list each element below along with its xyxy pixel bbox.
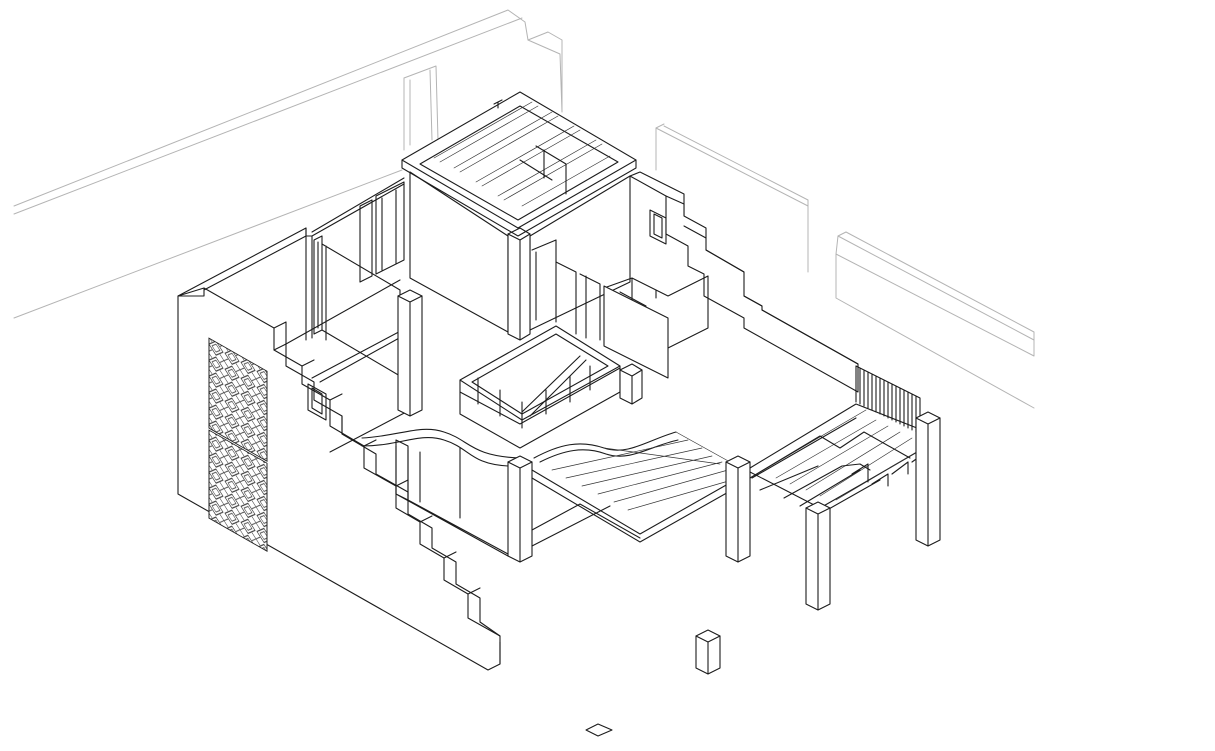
tower-annex	[555, 261, 709, 379]
detached-post-edge	[695, 635, 721, 675]
right-boundary-wall	[629, 171, 859, 393]
left-room-back-wall	[305, 177, 405, 341]
planter-post-edge	[619, 369, 643, 405]
planter-post	[619, 363, 643, 405]
column-left-room-edge	[397, 295, 423, 417]
deck-railing	[855, 365, 921, 433]
planter-rim	[459, 325, 621, 421]
context-chimney	[527, 31, 563, 113]
lattice-screen-upper	[208, 337, 268, 462]
building	[177, 91, 941, 737]
context-buildings	[13, 9, 1035, 409]
left-wall-step-lines	[273, 321, 481, 595]
tower-pillar-front	[507, 227, 531, 341]
mid-floor-joists	[551, 431, 733, 511]
left-wall-steps-thickness	[273, 343, 501, 665]
column-left-lower	[395, 439, 409, 501]
lattice-screen-lower	[208, 429, 268, 552]
left-room-back-window	[359, 181, 405, 283]
lower-structure	[361, 428, 751, 563]
left-room	[285, 177, 411, 453]
left-room-door	[313, 235, 323, 335]
small-window-left	[307, 383, 327, 421]
annex-louvers	[555, 261, 601, 341]
tower	[401, 91, 701, 341]
annex-walls	[603, 275, 709, 349]
ground-marker	[585, 723, 613, 737]
left-room-partition	[285, 243, 401, 377]
deck-boards	[759, 409, 921, 501]
left-wall-top-edge	[177, 227, 307, 297]
column-right-mid-edge	[725, 461, 751, 563]
floor-grid-mid	[531, 469, 733, 547]
column-pergola-front-edge	[805, 507, 831, 611]
context-long-wall	[13, 9, 529, 319]
planter	[459, 325, 643, 449]
tower-roof-opening	[519, 145, 567, 195]
planter-base	[459, 367, 621, 449]
tower-roof-inner	[401, 99, 637, 237]
pergola-beams	[749, 431, 911, 515]
tower-pillar-edge	[507, 233, 531, 341]
tower-window	[649, 209, 667, 245]
pergola-rafters	[851, 451, 927, 487]
planter-railing	[477, 355, 591, 429]
context-tall-box	[403, 65, 439, 151]
column-left-room	[397, 289, 423, 417]
annex-door-panel	[603, 285, 669, 379]
right-wall-step-edges	[665, 195, 859, 365]
tower-left-door	[531, 239, 557, 323]
column-deck-corner-edge	[915, 417, 941, 547]
deck	[749, 365, 941, 611]
context-block-right	[835, 231, 1035, 409]
left-boundary-wall	[177, 227, 501, 671]
curved-beam-left	[361, 428, 521, 467]
lower-left-wall	[395, 445, 509, 557]
context-block-mid	[655, 123, 809, 273]
column-mid-edge	[507, 461, 533, 563]
